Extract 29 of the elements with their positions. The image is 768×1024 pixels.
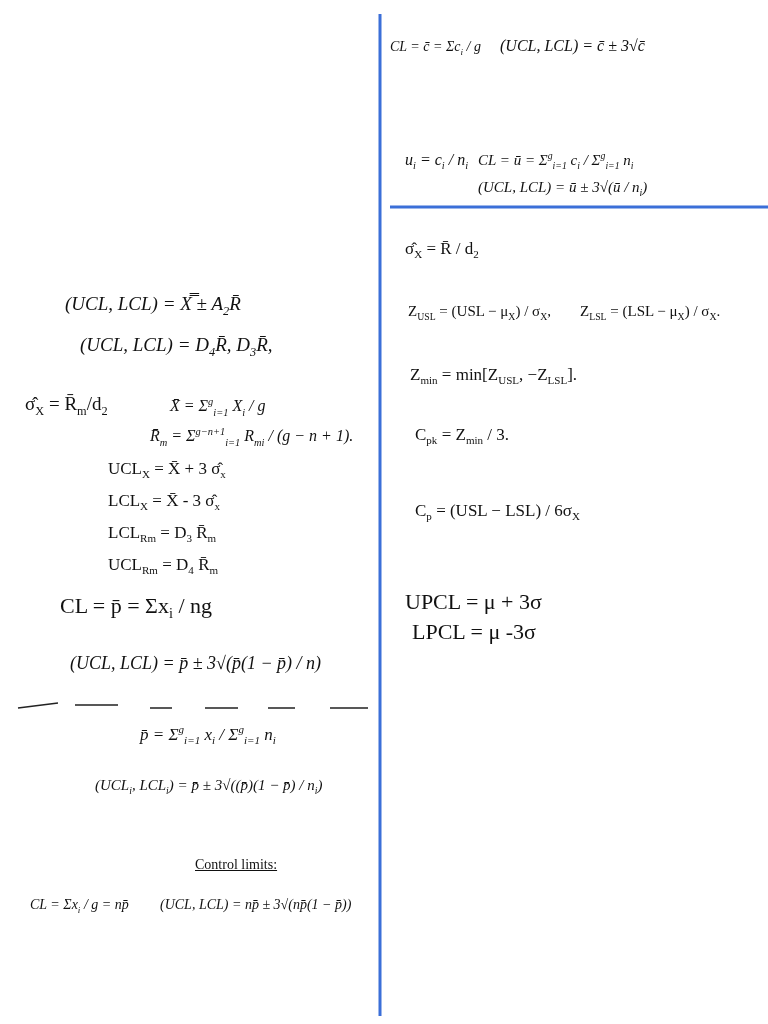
formula: CL = Σx$_{i}$ / g = np̄ <box>30 896 129 917</box>
formula: R̄$_{m}$ = Σ$^{g−n+1}$$_{i=1}$ R$_{mi}$ / (g − n + 1). <box>150 425 354 450</box>
formula: UPCL = μ + 3σ <box>405 588 542 616</box>
formula: X̄ = Σ$^{g}$$_{i=1}$ X$_{i}$ / g <box>170 395 266 420</box>
formula: (UCL, LCL) = X̿ ± A$_{2}$R̄ <box>65 292 241 319</box>
formula: LCL$_{Rm}$ = D$_{3}$ R̄$_{m}$ <box>108 522 217 546</box>
formula: UCL$_{Rm}$ = D$_{4}$ R̄$_{m}$ <box>108 554 219 578</box>
formula: (UCL, LCL) = np̄ ± 3√(np̄(1 − p̄)) <box>160 896 352 914</box>
formula: CL = c̄ = Σc$_{i}$ / g <box>390 38 481 59</box>
formula: σ̂$_{X}$ = R̄ / d$_{2}$ <box>405 238 479 262</box>
formula: u$_{i}$ = c$_{i}$ / n$_{i}$ <box>405 150 469 173</box>
formula: (UCL, LCL) = D$_{4}$R̄, D$_{3}$R̄, <box>80 333 273 360</box>
formula: p̄ = Σ$^{g}$$_{i=1}$ x$_{i}$ / Σ$^{g}$$_{i=1}$ n$_{i}$ <box>140 722 276 748</box>
section-heading: Control limits: <box>195 856 278 874</box>
formula: Z$_{USL}$ = (USL − μ$_{X}$) / σ$_{X}$, <box>408 302 551 324</box>
formula: LCL$_{X}$ = X̄ - 3 σ̂$_{x}$ <box>108 490 221 514</box>
formula: C$_{pk}$ = Z$_{min}$ / 3. <box>415 424 510 448</box>
formula: UCL$_{X}$ = X̄ + 3 σ̂$_{x}$ <box>108 458 226 482</box>
formula: Z$_{min}$ = min[Z$_{USL}$, −Z$_{LSL}$]. <box>410 364 578 388</box>
formula: (UCL, LCL) = p̄ ± 3√(p̄(1 − p̄) / n) <box>70 652 322 675</box>
formula: (UCL, LCL) = ū ± 3√(ū / n$_{i}$) <box>478 178 648 200</box>
formula: σ̂$_{X}$ = R̄$_{m}$/d$_{2}$ <box>25 392 108 419</box>
formula: CL = ū = Σ$^{g}$$_{i=1}$ c$_{i}$ / Σ$^{g}$$_{i=1}$ n$_{i}$ <box>478 150 634 173</box>
formula: Z$_{LSL}$ = (LSL − μ$_{X}$) / σ$_{X}$. <box>580 302 721 324</box>
formula: CL = p̄ = Σx$_{i}$ / ng <box>60 592 213 623</box>
formula: LPCL = μ -3σ <box>412 618 536 646</box>
formula: (UCL$_{i}$, LCL$_{i}$) = p̄ ± 3√((p̄)(1 − p̄) / n$_{i}$) <box>95 776 323 798</box>
formula: (UCL, LCL) = c̄ ± 3√c̄ <box>500 36 645 57</box>
formula: C$_{p}$ = (USL − LSL) / 6σ$_{X}$ <box>415 500 580 524</box>
